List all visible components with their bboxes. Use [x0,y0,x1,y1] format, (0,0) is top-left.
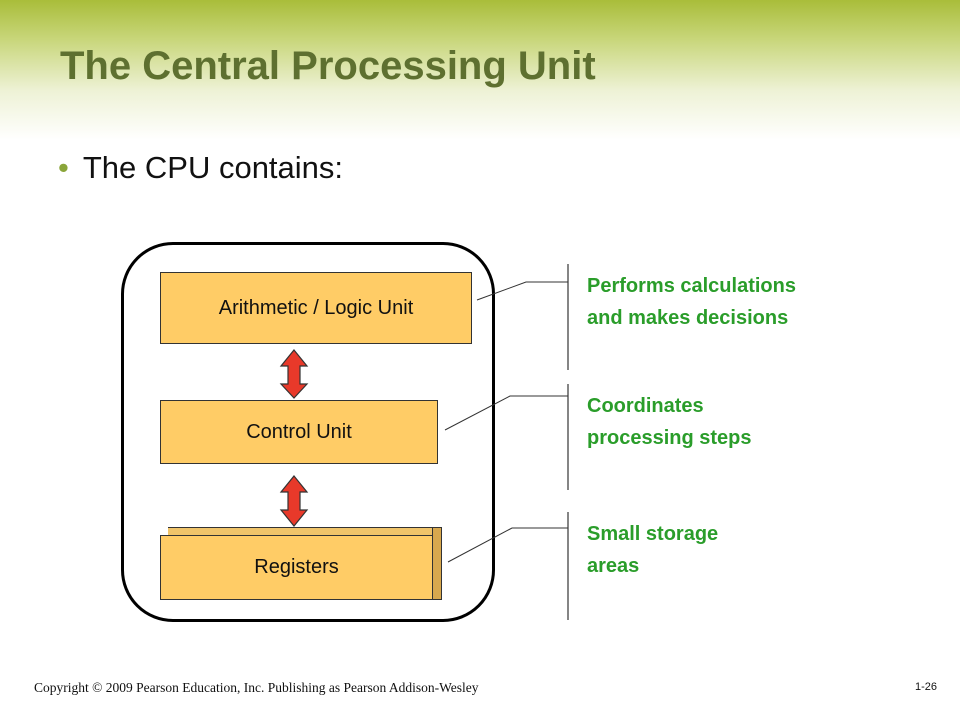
double-arrow-icon [279,349,309,399]
bullet-dot-icon: • [58,150,69,185]
control-unit-description-line: Coordinates [587,395,704,417]
registers-description-line: Small storage [587,523,719,545]
title-band [0,0,960,140]
registers-description: Small storage areas [587,518,718,582]
alu-callout-line [476,264,569,370]
alu-description-line: Performs calculations [587,275,796,297]
control-unit-description-line: processing steps [587,427,752,449]
double-arrow-icon [279,475,309,527]
slide-title: The Central Processing Unit [60,44,596,88]
alu-label: Arithmetic / Logic Unit [218,296,414,319]
registers-label: Registers [254,556,339,578]
control-unit-box: Control Unit [160,400,438,464]
control-unit-label: Control Unit [246,420,352,443]
control-unit-callout-line [444,384,569,490]
bullet-text: The CPU contains: [82,150,344,185]
copyright-footer: Copyright © 2009 Pearson Education, Inc.… [34,680,479,695]
slide-number: 1-26 [915,681,938,693]
alu-description: Performs calculations and makes decision… [587,270,796,334]
bullet-item: • The CPU contains: [58,150,343,186]
control-unit-description: Coordinates processing steps [587,390,752,454]
alu-description-line: and makes decisions [587,307,789,329]
alu-box: Arithmetic / Logic Unit [160,272,472,344]
registers-box-top-face [168,527,440,536]
registers-box: Registers [160,535,433,600]
registers-description-line: areas [587,555,640,577]
cpu-outline [121,242,495,622]
registers-callout-line [447,512,569,620]
